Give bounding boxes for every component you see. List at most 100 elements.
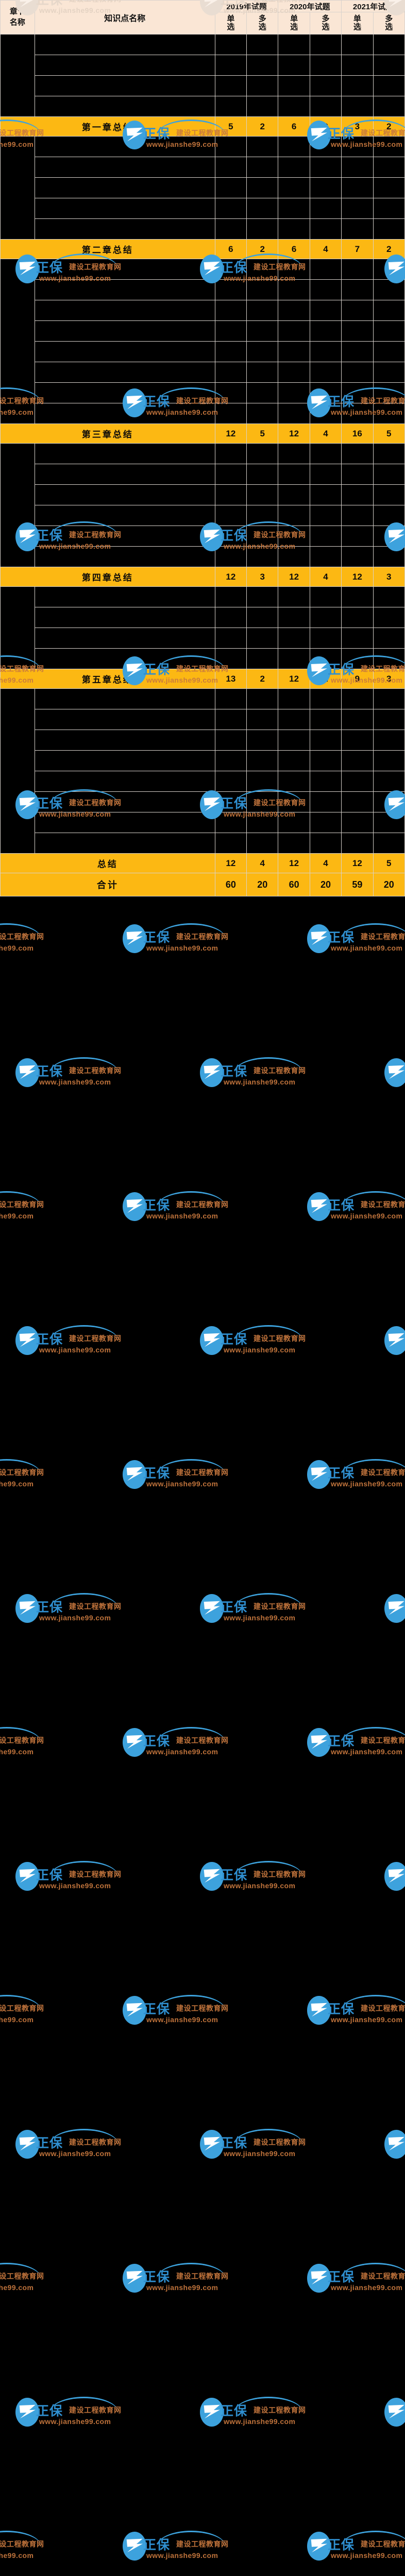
knowledge-point-cell [34, 546, 215, 567]
watermark-site: 建设工程教育网 [176, 1200, 229, 1209]
table-row [1, 709, 405, 730]
swoosh-icon [19, 2137, 36, 2151]
score-cell [246, 546, 279, 567]
score-cell [341, 382, 374, 403]
table-row [1, 403, 405, 424]
watermark-site: 建设工程教育网 [69, 1334, 122, 1343]
watermark-site: 建设工程教育网 [69, 1602, 122, 1611]
watermark-url: www.jianshe99.com [146, 1748, 218, 1756]
zhengbao-logo-icon [200, 1058, 224, 1087]
watermark-arc [341, 2263, 405, 2279]
score-cell [309, 443, 342, 464]
watermark-site: 建设工程教育网 [254, 1066, 306, 1075]
watermark-url: www.jianshe99.com [331, 2551, 403, 2560]
zhengbao-logo-icon [384, 1326, 405, 1355]
score-cell [309, 546, 342, 567]
score-cell [341, 341, 374, 362]
chapter-summary-value: 12 [278, 853, 310, 873]
table-row [1, 526, 405, 547]
score-cell [214, 341, 247, 362]
score-cell [373, 75, 405, 96]
score-cell [246, 464, 279, 485]
score-cell [341, 812, 374, 833]
chapter-summary-value: 13 [214, 669, 247, 689]
score-cell [309, 628, 342, 649]
score-cell [278, 607, 310, 628]
chapter-summary-value: 12 [214, 853, 247, 873]
swoosh-icon [204, 1869, 221, 1883]
zhengbao-logo-icon [384, 2130, 405, 2159]
score-cell [341, 586, 374, 607]
swoosh-icon [126, 1735, 143, 1749]
header-chapter-line2: 名称 [9, 18, 25, 27]
score-cell [246, 320, 279, 342]
score-cell [341, 279, 374, 300]
chapter-summary-value: 3 [373, 567, 405, 587]
header-2019-multi: 多 选 [246, 12, 279, 35]
swoosh-icon [204, 1601, 221, 1615]
score-cell [341, 320, 374, 342]
score-cell [341, 730, 374, 751]
swoosh-icon [204, 1333, 221, 1347]
sub-char-2: 选 [258, 23, 266, 31]
watermark-arc [0, 1459, 41, 1475]
score-cell [214, 96, 247, 117]
score-cell [341, 96, 374, 117]
watermark-url: www.jianshe99.com [224, 1882, 296, 1890]
score-cell [278, 709, 310, 730]
score-cell [373, 443, 405, 464]
watermark-url: www.jianshe99.com [331, 2283, 403, 2292]
sub-char-1: 多 [258, 14, 266, 24]
score-cell [214, 320, 247, 342]
score-cell [373, 464, 405, 485]
watermark-site: 建设工程教育网 [176, 2004, 229, 2012]
swoosh-icon [388, 1869, 405, 1883]
knowledge-point-cell [34, 833, 215, 854]
score-cell [278, 526, 310, 547]
zhengbao-logo-icon [15, 1862, 39, 1891]
knowledge-point-cell [34, 709, 215, 730]
table-row [1, 464, 405, 485]
chapter-summary-value: 2 [373, 239, 405, 259]
table-row [1, 362, 405, 383]
score-cell [278, 177, 310, 198]
score-cell [214, 833, 247, 854]
watermark-site: 建设工程教育网 [254, 1870, 306, 1878]
table-row [0, 34, 405, 117]
score-cell [373, 771, 405, 792]
table-row [1, 75, 405, 96]
score-cell [341, 546, 374, 567]
score-cell [278, 259, 310, 280]
score-cell [309, 403, 342, 424]
header-knowledge-point: 知识点名称 [34, 0, 215, 35]
score-cell [373, 833, 405, 854]
watermark-url: www.jianshe99.com [331, 944, 403, 952]
watermark-url: www.jianshe99.com [331, 1212, 403, 1220]
watermark-arc [341, 1727, 405, 1743]
knowledge-point-cell [34, 771, 215, 792]
score-cell [278, 730, 310, 751]
table-row [1, 157, 405, 178]
watermark-site: 建设工程教育网 [0, 2004, 44, 2012]
zhengbao-logo-icon [123, 1728, 146, 1757]
score-cell [246, 709, 279, 730]
watermark-arc [157, 2263, 226, 2279]
swoosh-icon [311, 1199, 328, 1213]
score-cell [214, 812, 247, 833]
score-cell [278, 157, 310, 178]
swoosh-icon [311, 2538, 328, 2553]
score-cell [341, 688, 374, 709]
zhengbao-logo-icon [123, 1996, 146, 2025]
chapter-summary-value: 12 [341, 853, 374, 873]
